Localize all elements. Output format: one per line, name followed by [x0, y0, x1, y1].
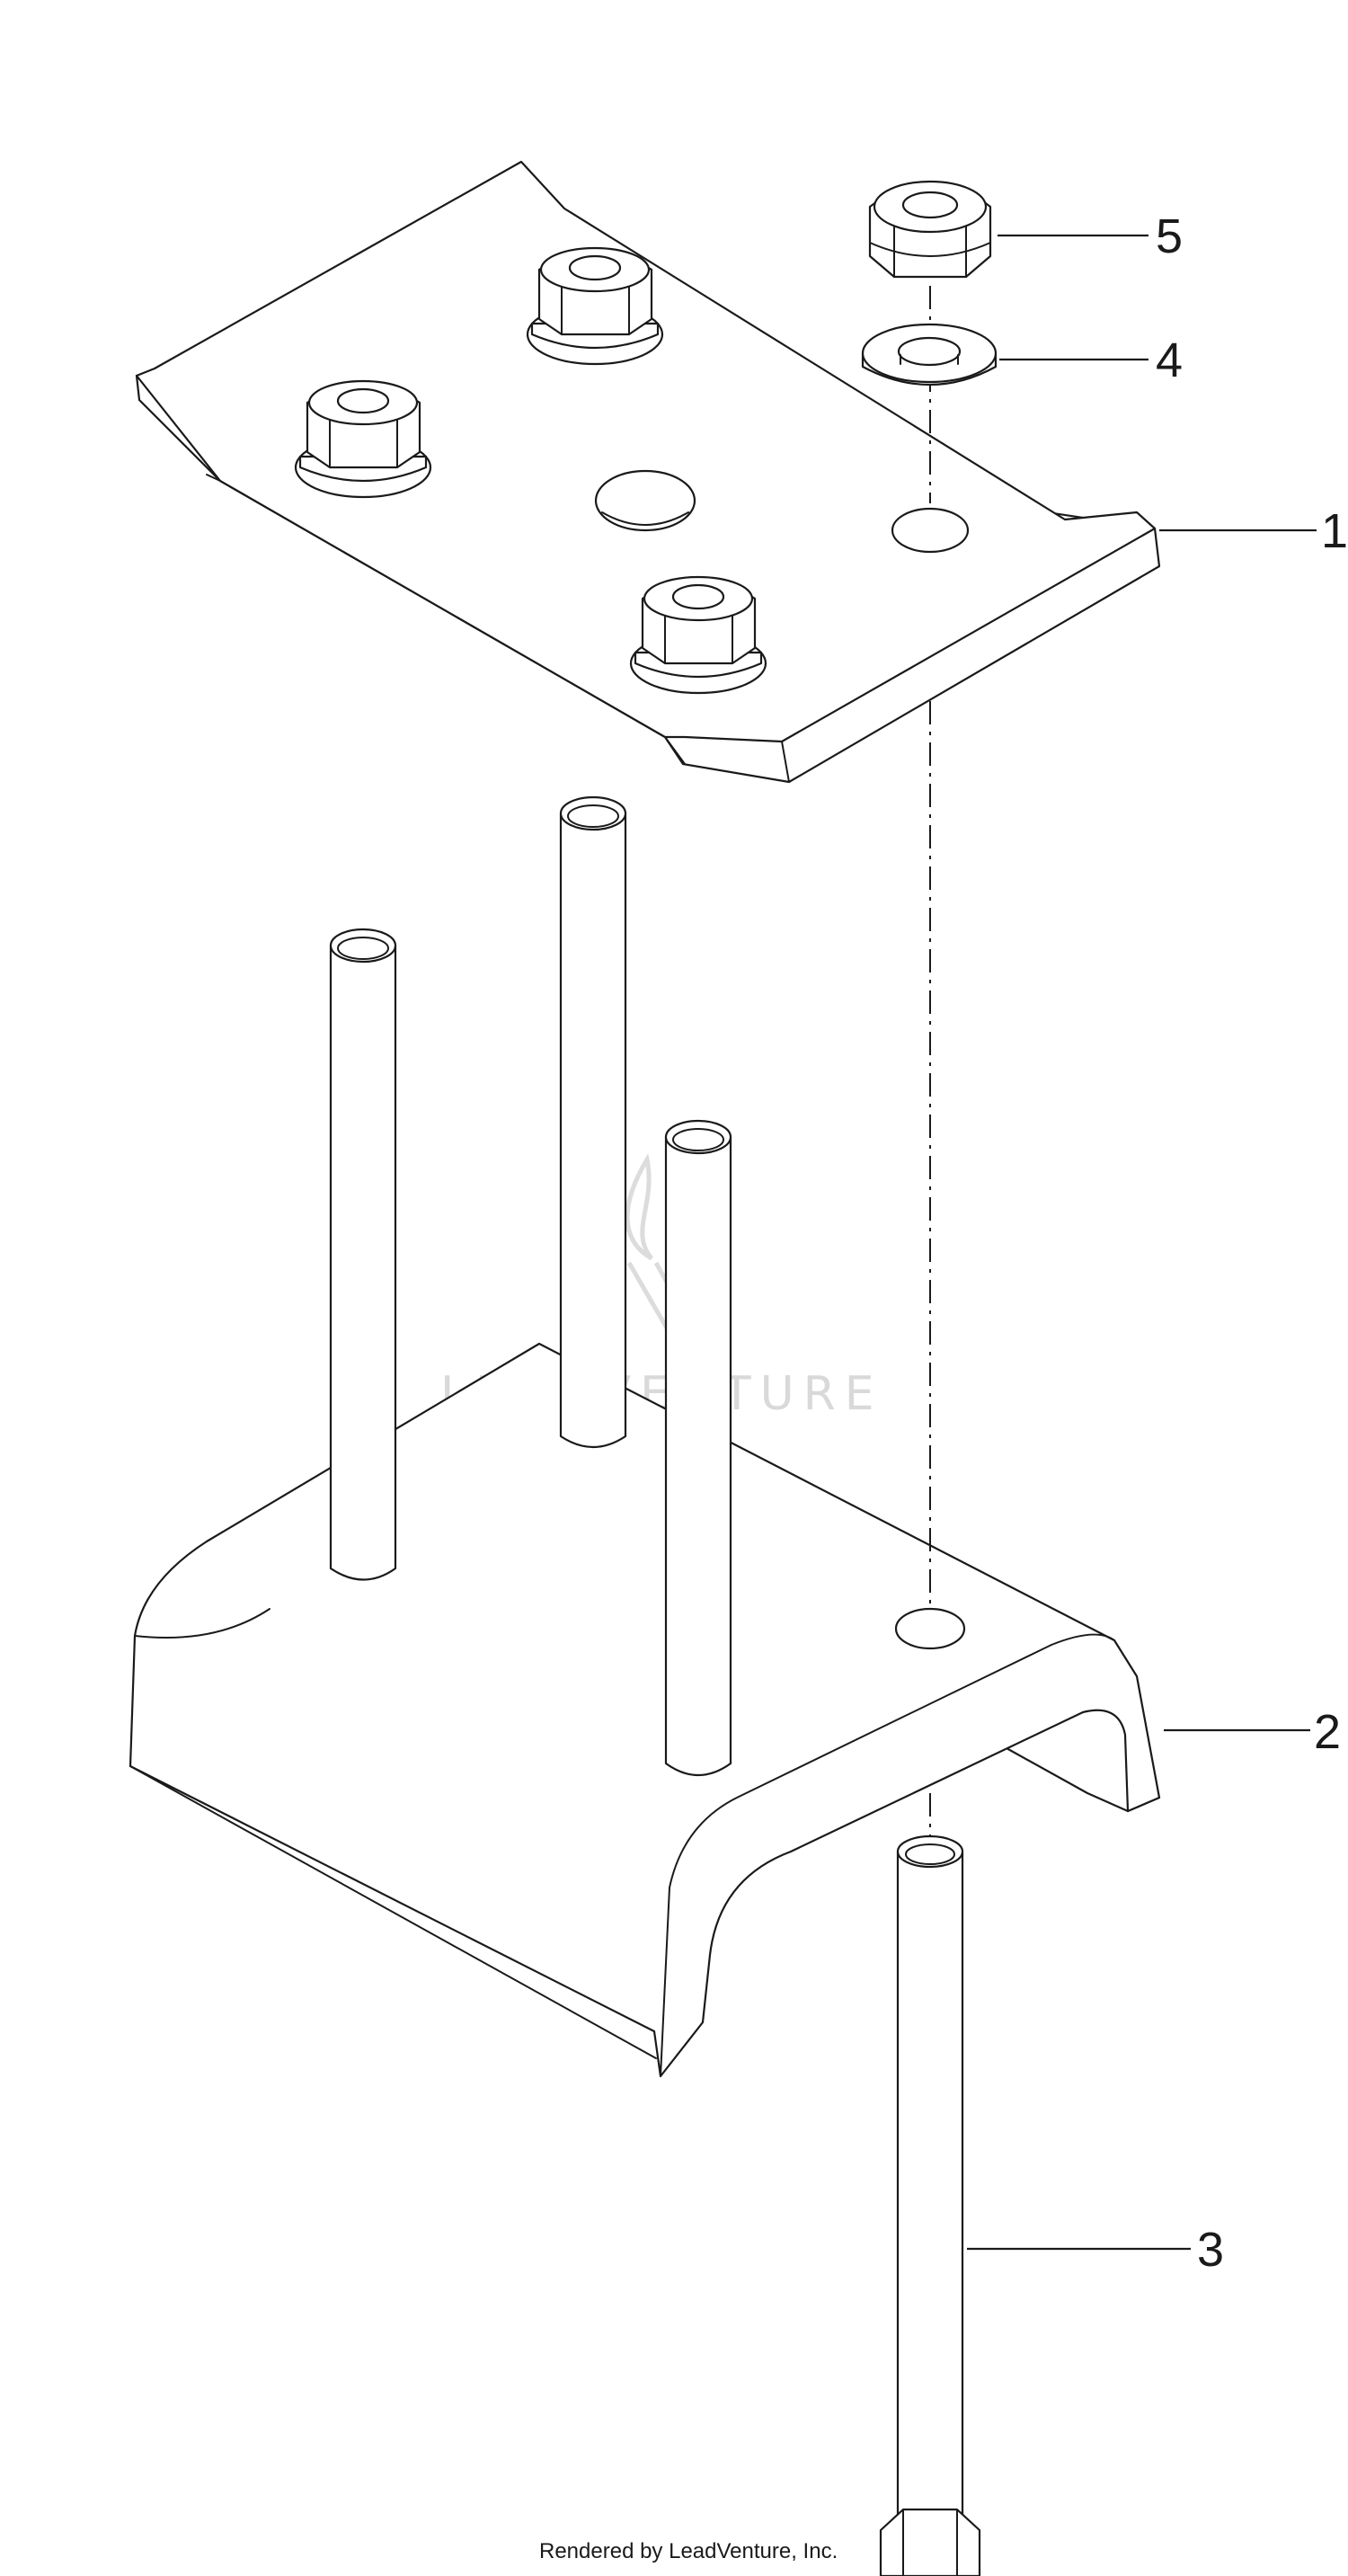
plate-flange-nuts [294, 246, 767, 695]
callout-1: 1 [1321, 504, 1348, 558]
part-3-bolt [879, 1834, 981, 2576]
bracket-bolt-hole [894, 1607, 966, 1650]
stud-center [559, 795, 627, 1449]
part-5-hex-nut [868, 180, 992, 279]
callout-2: 2 [1314, 1705, 1341, 1759]
plate-bolt-hole [891, 507, 970, 554]
leader-lines [967, 234, 1317, 2251]
footer-credit: Rendered by LeadVenture, Inc. [539, 2539, 838, 2563]
part-1-plate [135, 160, 1161, 784]
part-4-washer [861, 323, 998, 386]
callout-3: 3 [1197, 2223, 1224, 2277]
plate-center-hole [594, 469, 696, 532]
callout-4: 4 [1156, 333, 1183, 387]
callout-5: 5 [1156, 209, 1183, 263]
part-2-bracket [129, 1342, 1161, 2078]
flange-nut-front [629, 575, 767, 695]
flange-nut-left [294, 379, 432, 499]
callout-labels: 5 4 1 2 3 [1156, 209, 1348, 2277]
flange-nut-back [526, 246, 664, 366]
stud-right [664, 1119, 732, 1777]
stud-left [329, 928, 397, 1581]
bracket-studs [329, 795, 732, 1777]
